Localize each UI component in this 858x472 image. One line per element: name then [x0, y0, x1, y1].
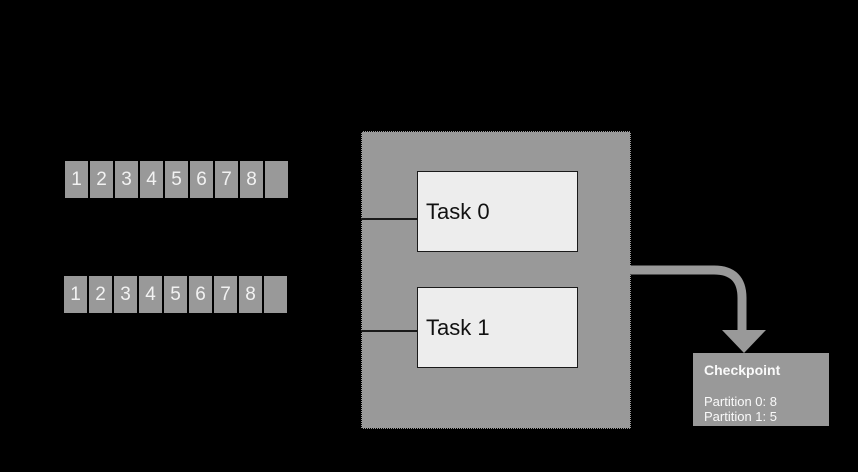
partition-cell: 6 [190, 161, 213, 198]
checkpoint-arrow-shaft [630, 265, 747, 332]
task-0-box: Task 0 [417, 171, 578, 252]
connector-line-task-1 [361, 330, 417, 332]
checkpoint-entries: Partition 0: 8 Partition 1: 5 [704, 394, 821, 424]
partition-cell: 2 [90, 161, 113, 198]
checkpoint-entry-partition-0: Partition 0: 8 [704, 394, 777, 409]
partition-cell: 4 [139, 276, 162, 313]
checkpoint-box: Checkpoint Partition 0: 8 Partition 1: 5 [693, 353, 829, 426]
partition-cell: 4 [140, 161, 163, 198]
partition-cell: 5 [165, 161, 188, 198]
task-1-label: Task 1 [426, 314, 490, 340]
partition-cell: 5 [164, 276, 187, 313]
partition-cell: 3 [114, 276, 137, 313]
task-1-box: Task 1 [417, 287, 578, 368]
partition-row-0: 1 2 3 4 5 6 7 8 [65, 161, 288, 198]
partition-cell: 8 [239, 276, 262, 313]
partition-cell: 2 [89, 276, 112, 313]
checkpoint-entry-partition-1: Partition 1: 5 [704, 408, 777, 424]
partition-cell: 3 [115, 161, 138, 198]
partition-cell: 1 [64, 276, 87, 313]
partition-cell: 7 [215, 161, 238, 198]
partition-cell-empty [265, 161, 288, 198]
partition-cell: 1 [65, 161, 88, 198]
partition-cell: 8 [240, 161, 263, 198]
connector-line-task-0 [361, 218, 417, 220]
task-0-label: Task 0 [426, 198, 490, 224]
checkpoint-arrowhead-icon [722, 330, 766, 353]
partition-cell: 6 [189, 276, 212, 313]
partition-cell: 7 [214, 276, 237, 313]
checkpoint-title: Checkpoint [704, 362, 781, 378]
partition-cell-empty [264, 276, 287, 313]
partition-row-1: 1 2 3 4 5 6 7 8 [64, 276, 287, 313]
